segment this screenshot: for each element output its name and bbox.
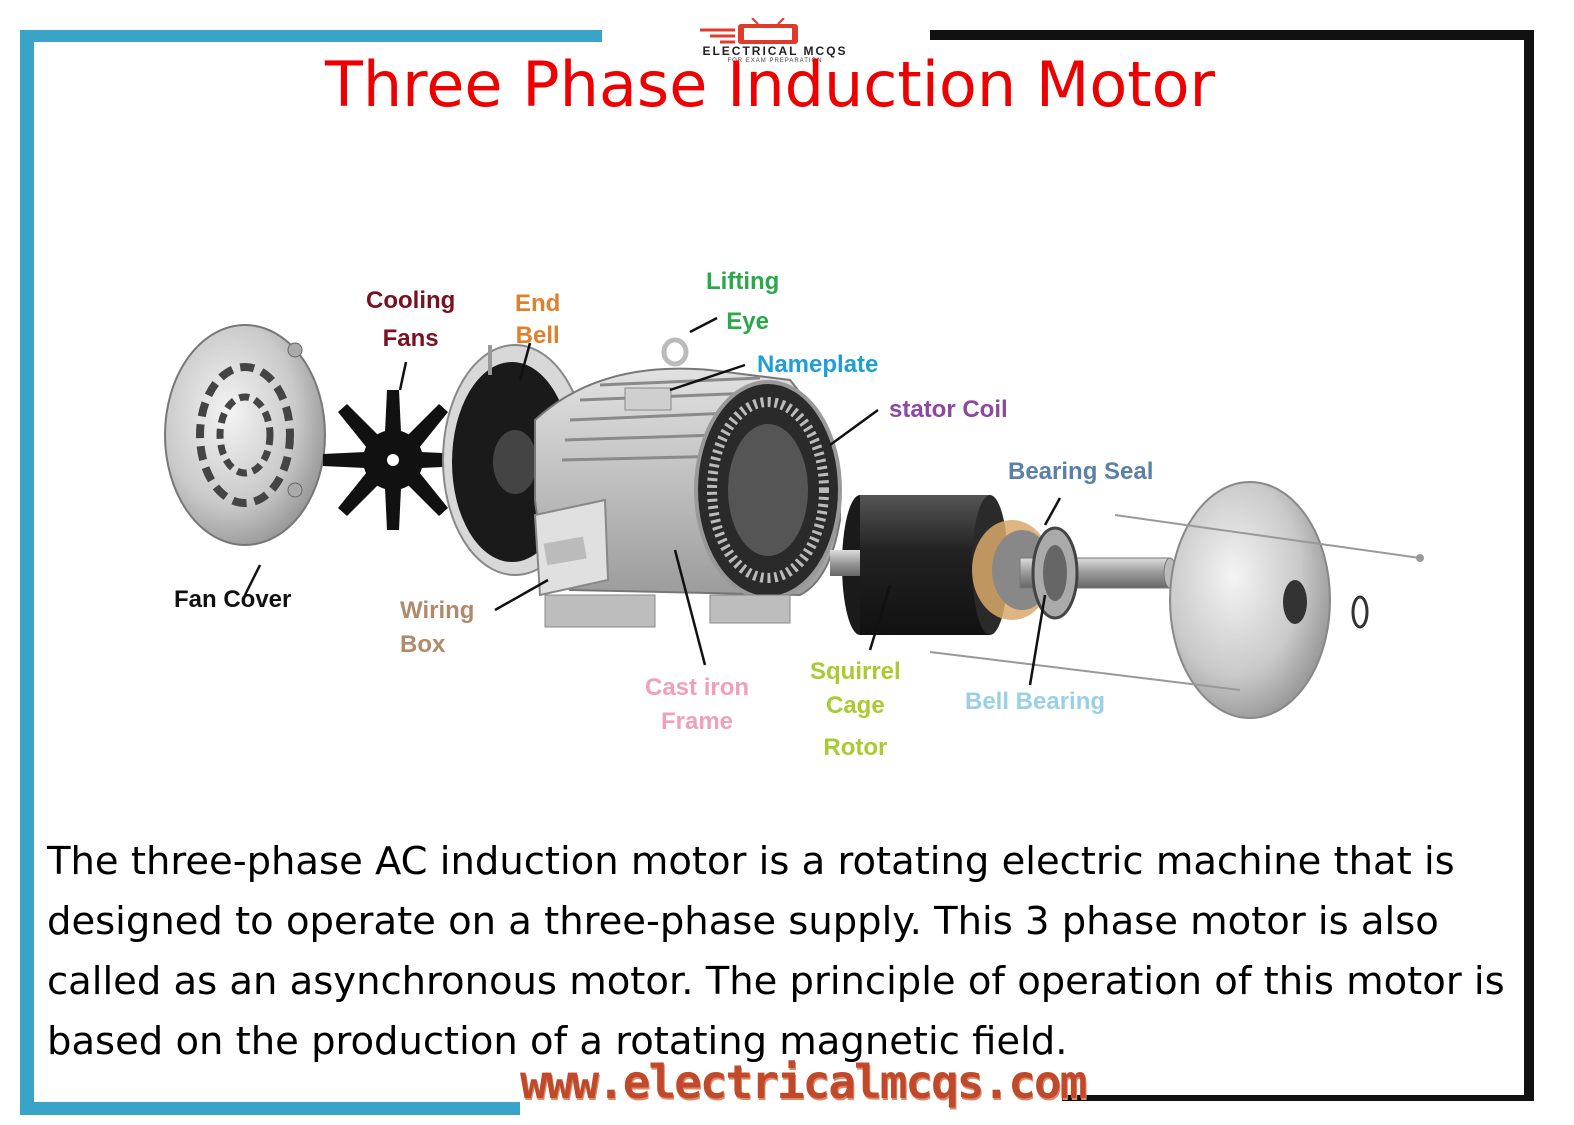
label-cast-iron-frame-line1: Cast iron: [645, 674, 750, 701]
motor-exploded-diagram: [164, 316, 1424, 719]
label-squirrel-cage-rotor: Squirrel Cage Rotor: [810, 655, 901, 765]
label-squirrel-cage-rotor-line2: Cage: [826, 692, 885, 719]
frame-right-border: [1524, 30, 1534, 1100]
label-cast-iron-frame-line2: Frame: [660, 708, 734, 735]
frame-left-border: [20, 30, 34, 1115]
label-wiring-box-line1: Wiring: [400, 597, 475, 624]
leader-lines: [243, 316, 1062, 686]
site-logo: ELECTRICAL MCQS FOR EXAM PREPARATION: [640, 17, 910, 64]
label-fan-cover: Fan Cover: [174, 586, 292, 613]
page-title: Three Phase Induction Motor: [324, 48, 1216, 121]
label-lifting-eye: Lifting Eye: [706, 262, 779, 342]
frame-top-right-border: [930, 30, 1534, 40]
squirrel-cage-rotor-part: [830, 495, 1052, 635]
label-stator-coil: stator Coil: [889, 396, 1008, 423]
label-nameplate: Nameplate: [757, 351, 879, 378]
label-end-bell-line2: Bell: [515, 322, 560, 349]
logo-text: ELECTRICAL MCQS: [702, 44, 848, 58]
logo-subtext: FOR EXAM PREPARATION: [727, 58, 823, 64]
label-end-bell-line1: End: [515, 290, 561, 317]
website-url: www.electricalmcqs.com: [520, 1055, 1087, 1109]
frame-top-left-border: [20, 30, 602, 42]
logo-tv-icon: [700, 17, 798, 44]
cooling-fan-part: [323, 390, 463, 530]
label-bearing-seal: Bearing Seal: [1008, 458, 1154, 485]
label-cooling-fans-line2: Fans: [382, 325, 439, 352]
label-lifting-eye-line1: Lifting: [706, 268, 780, 295]
frame-bottom-right-border: [1062, 1095, 1534, 1101]
label-wiring-box: Wiring Box: [400, 594, 474, 662]
label-cooling-fans: Cooling Fans: [366, 284, 455, 356]
fan-cover-part: [164, 324, 326, 546]
label-wiring-box-line2: Box: [400, 631, 446, 658]
label-lifting-eye-line2: Eye: [726, 308, 769, 335]
stator-frame-part: [533, 337, 842, 628]
end-cover-right-part: [929, 481, 1424, 719]
label-cast-iron-frame: Cast iron Frame: [645, 671, 749, 739]
label-end-bell: End Bell: [515, 288, 560, 352]
label-squirrel-cage-rotor-line3: Rotor: [823, 734, 888, 761]
label-bell-bearing: Bell Bearing: [965, 688, 1106, 715]
description-paragraph: The three-phase AC induction motor is a …: [47, 839, 1505, 1064]
label-squirrel-cage-rotor-line1: Squirrel: [810, 658, 901, 685]
label-cooling-fans-line1: Cooling: [366, 287, 456, 314]
frame-bottom-left-border: [20, 1102, 520, 1115]
